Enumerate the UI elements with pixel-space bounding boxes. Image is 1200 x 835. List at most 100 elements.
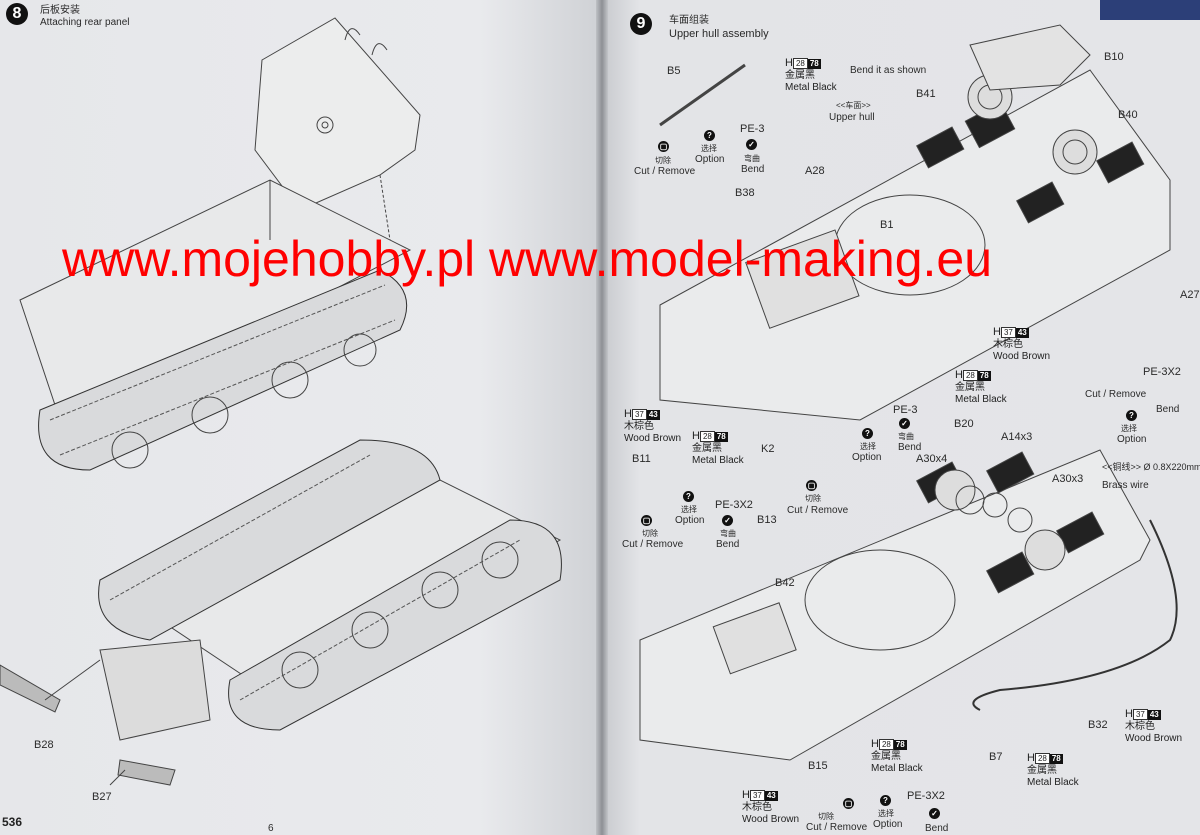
background-corner xyxy=(1100,0,1200,20)
part-b20: B20 xyxy=(954,418,974,430)
cut-label-cn: 切除 xyxy=(642,529,658,538)
folio: 6 xyxy=(268,823,274,834)
step-9-title-cn: 车面组装 xyxy=(669,15,709,26)
brass-wire-label: Brass wire xyxy=(1102,480,1149,491)
paint-name: Wood Brown xyxy=(993,351,1051,362)
cut-remove-icon: ▢ xyxy=(843,798,854,809)
bend-label-cn: 弯曲 xyxy=(898,432,914,441)
cut-label: Cut / Remove xyxy=(787,505,849,516)
paint-code: H xyxy=(785,57,793,69)
paint-name: Wood Brown xyxy=(742,814,800,825)
option-icon: ? xyxy=(862,428,873,439)
option-label-cn: 选择 xyxy=(878,809,894,818)
paint-name-cn: 金属黑 xyxy=(871,751,901,762)
paint-code: H xyxy=(955,369,963,381)
option-label: Option xyxy=(852,452,882,463)
paint-code: H xyxy=(624,408,632,420)
paint-box: 37 xyxy=(749,790,765,801)
paint-box: 78 xyxy=(977,371,991,381)
paint-name: Metal Black xyxy=(955,394,1007,405)
cut-label-cn: 切除 xyxy=(818,812,834,821)
paint-box: 78 xyxy=(807,59,821,69)
paint-name-cn: 金属黑 xyxy=(785,70,815,81)
option-label: Option xyxy=(873,819,903,830)
paint-name: Wood Brown xyxy=(1125,733,1183,744)
paint-name-cn: 木棕色 xyxy=(624,421,654,432)
paint-box: 43 xyxy=(764,791,778,801)
paint-box: 28 xyxy=(878,739,894,750)
paint-name: Metal Black xyxy=(692,455,744,466)
option-label: Option xyxy=(695,154,725,165)
watermark: www.mojehobby.pl www.model-making.eu xyxy=(62,231,993,287)
part-b11: B11 xyxy=(632,453,651,465)
hull-with-tracks-lower xyxy=(0,439,562,786)
paint-box: 28 xyxy=(792,58,808,69)
part-k2: K2 xyxy=(761,443,775,455)
upper-hull-label-cn: <<车面>> xyxy=(836,101,871,110)
part-pe3: PE-3 xyxy=(740,123,765,135)
option-icon: ? xyxy=(683,491,694,502)
part-a30x4: A30x4 xyxy=(916,453,948,465)
cut-remove-icon: ▢ xyxy=(806,480,817,491)
part-b32: B32 xyxy=(1088,719,1108,731)
cut-label: Cut / Remove xyxy=(634,166,696,177)
part-pe3: PE-3 xyxy=(893,404,918,416)
paint-box: 28 xyxy=(699,431,715,442)
paint-name-cn: 金属黑 xyxy=(955,382,985,393)
paint-name-cn: 木棕色 xyxy=(1125,721,1155,732)
paint-code: H xyxy=(742,789,750,801)
page-number: 536 xyxy=(2,815,23,829)
bend-label: Bend xyxy=(925,823,949,834)
step-8-title: Attaching rear panel xyxy=(40,17,130,28)
brass-wire-spec: <<铜线>> Ø 0.8X220mm xyxy=(1102,462,1200,472)
paint-box: 37 xyxy=(631,409,647,420)
paint-box: 78 xyxy=(1049,754,1063,764)
part-a14: A14x3 xyxy=(1001,431,1033,443)
part-b40: B40 xyxy=(1118,109,1138,121)
paint-name-cn: 木棕色 xyxy=(742,802,772,813)
part-b27: B27 xyxy=(92,791,112,803)
paint-box: 37 xyxy=(1132,709,1148,720)
paint-name: Metal Black xyxy=(871,763,923,774)
paint-name: Wood Brown xyxy=(624,433,682,444)
cut-label-cn: 切除 xyxy=(655,156,671,165)
part-b13: B13 xyxy=(757,514,777,526)
step-8-badge: 8 xyxy=(6,3,28,25)
paint-code: H xyxy=(692,430,700,442)
paint-box: 43 xyxy=(646,410,660,420)
upper-hull-drawing-bottom xyxy=(639,449,1178,761)
option-label-cn: 选择 xyxy=(1121,424,1137,433)
step-9-badge: 9 xyxy=(630,13,652,35)
option-label: Option xyxy=(1117,434,1147,445)
part-b5: B5 xyxy=(667,65,681,77)
bend-icon: ✓ xyxy=(722,515,733,526)
option-icon: ? xyxy=(704,130,715,141)
paint-box: 43 xyxy=(1147,710,1161,720)
book-spine xyxy=(596,0,608,835)
bend-note: Bend it as shown xyxy=(850,65,927,76)
paint-code: H xyxy=(1125,708,1133,720)
bend-label: Bend xyxy=(898,442,922,453)
step-9-title: Upper hull assembly xyxy=(669,28,769,40)
option-label-cn: 选择 xyxy=(701,144,717,153)
step-8-title-cn: 后板安装 xyxy=(40,5,80,16)
bend-icon: ✓ xyxy=(899,418,910,429)
cut-remove-icon: ▢ xyxy=(658,141,669,152)
bend-label-cn: 弯曲 xyxy=(744,154,760,163)
bend-label: Bend xyxy=(741,164,765,175)
paint-name-cn: 木棕色 xyxy=(993,339,1023,350)
cut-label: Cut / Remove xyxy=(622,539,684,550)
part-pe3x2: PE-3X2 xyxy=(715,499,753,511)
bend-label: Bend xyxy=(716,539,740,550)
option-label-cn: 选择 xyxy=(681,505,697,514)
paint-box: 37 xyxy=(1000,327,1016,338)
part-b41: B41 xyxy=(916,88,936,100)
